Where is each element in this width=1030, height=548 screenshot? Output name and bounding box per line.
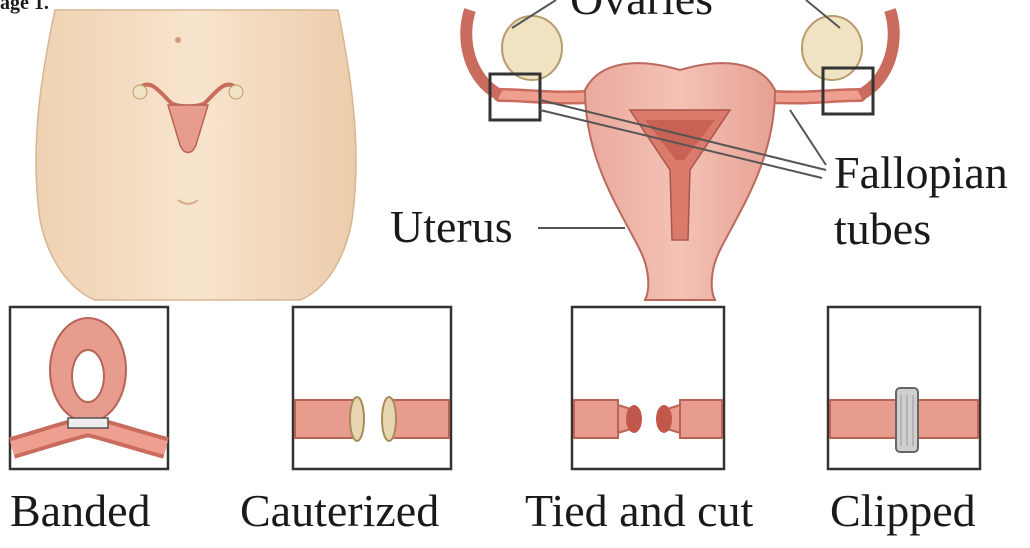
caption-tied-and-cut: Tied and cut: [525, 488, 753, 534]
method-panel-clipped: [828, 307, 980, 469]
caption-clipped: Clipped: [830, 488, 976, 534]
caption-banded: Banded: [10, 488, 151, 534]
navel: [175, 37, 181, 43]
figure-tag: age 1.: [0, 0, 49, 15]
uterus-illustration: [466, 10, 894, 300]
right-ovary: [802, 16, 862, 80]
method-panel-tied-and-cut: [572, 307, 724, 469]
left-ovary: [502, 16, 562, 80]
fallopian-tubes-label-line2: tubes: [834, 206, 931, 252]
fallopian-tubes-label-line1: Fallopian: [834, 150, 1008, 196]
method-panel-cauterized: [293, 307, 451, 469]
ovaries-label: Ovaries: [570, 0, 713, 22]
method-panel-banded: [10, 307, 168, 469]
torso-illustration: [36, 10, 356, 300]
uterus-label: Uterus: [390, 204, 513, 250]
caption-cauterized: Cauterized: [240, 488, 439, 534]
